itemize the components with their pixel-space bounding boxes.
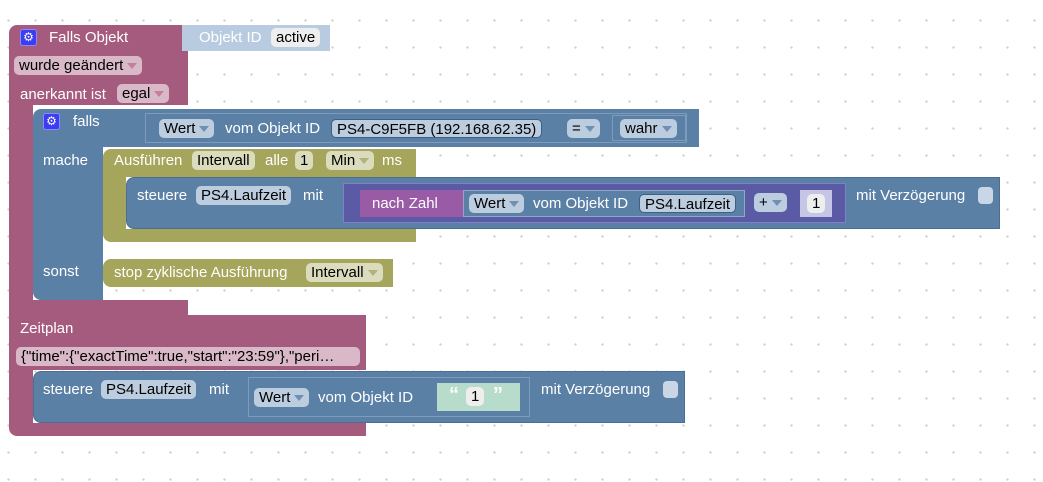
chevron-down-icon	[359, 158, 370, 165]
control-2-delay-label: mit Verzögerung	[541, 381, 651, 398]
compare-value-label: wahr	[625, 120, 658, 137]
event-title: Falls Objekt	[49, 29, 129, 46]
quote-close-icon: ”	[493, 384, 503, 406]
event-block-spine	[9, 100, 33, 308]
trigger-dropdown-label: wurde geändert	[19, 57, 124, 74]
interval-unit-label: Min	[331, 152, 356, 169]
condition-object-id[interactable]: PS4-C9F5FB (192.168.62.35)	[331, 119, 543, 138]
control-1-from-object-label: vom Objekt ID	[533, 195, 629, 212]
object-id-field[interactable]: active	[271, 28, 321, 47]
trigger-dropdown[interactable]: wurde geändert	[14, 56, 143, 75]
schedule-cron-field[interactable]: {"time":{"exactTime":true,"start":"23:59…	[16, 347, 360, 366]
compare-block[interactable]	[145, 113, 687, 143]
condition-value-label: Wert	[164, 120, 196, 137]
chevron-down-icon	[367, 270, 378, 277]
control-2-get-value-block[interactable]	[248, 377, 530, 417]
gear-icon[interactable]: ⚙	[43, 113, 60, 130]
bool-block[interactable]	[612, 115, 686, 141]
do-label: mache	[43, 152, 89, 169]
control-2-value-dropdown[interactable]: Wert	[254, 388, 310, 407]
stop-label: stop zyklische Ausführung	[114, 264, 288, 281]
operand-field[interactable]: 1	[807, 194, 826, 213]
chevron-down-icon	[154, 91, 165, 98]
ack-dropdown[interactable]: egal	[117, 84, 170, 103]
chevron-down-icon	[661, 126, 672, 133]
interval-unit-dropdown[interactable]: Min	[326, 151, 375, 170]
stop-interval-label: Intervall	[311, 264, 364, 281]
from-object-label: vom Objekt ID	[225, 120, 321, 137]
stop-interval-dropdown[interactable]: Intervall	[306, 263, 383, 282]
chevron-down-icon	[199, 126, 210, 133]
gear-icon[interactable]: ⚙	[20, 29, 37, 46]
string-value-field[interactable]: 1	[466, 387, 485, 406]
object-id-label: Objekt ID	[199, 29, 262, 46]
interval-label: Ausführen	[114, 152, 183, 169]
control-1-source-object[interactable]: PS4.Laufzeit	[639, 194, 737, 213]
arith-operator-label: +	[759, 194, 768, 211]
control-2-label: steuere	[43, 381, 94, 398]
control-1-label: steuere	[137, 187, 188, 204]
control-2-value-label: Wert	[259, 389, 291, 406]
condition-value-dropdown[interactable]: Wert	[159, 119, 215, 138]
if-label: falls	[73, 113, 100, 130]
schedule-title: Zeitplan	[20, 320, 74, 337]
chevron-down-icon	[294, 395, 305, 402]
control-1-object[interactable]: PS4.Laufzeit	[196, 186, 292, 205]
interval-value-field[interactable]: 1	[295, 151, 314, 170]
control-2-delay-checkbox[interactable]	[663, 381, 678, 398]
control-1-value-dropdown[interactable]: Wert	[469, 194, 525, 213]
compare-value-dropdown[interactable]: wahr	[620, 119, 677, 138]
interval-block-spine	[103, 176, 126, 234]
operator-label: =	[572, 120, 581, 137]
arith-operator-dropdown[interactable]: +	[754, 193, 787, 212]
if-block-spine	[33, 145, 103, 300]
chevron-down-icon	[771, 200, 782, 207]
control-2-with-label: mit	[209, 381, 229, 398]
to-number-block[interactable]	[360, 190, 463, 217]
chevron-down-icon	[584, 126, 595, 133]
ack-label: anerkannt ist	[20, 86, 106, 103]
control-1-with-label: mit	[303, 187, 323, 204]
interval-block-footer	[103, 229, 416, 242]
schedule-block-footer	[9, 423, 366, 436]
control-2-object[interactable]: PS4.Laufzeit	[101, 380, 197, 399]
schedule-block-spine	[9, 368, 33, 428]
quote-open-icon: “	[449, 384, 459, 406]
ack-dropdown-label: egal	[122, 85, 151, 102]
ms-label: ms	[382, 152, 402, 169]
to-number-label: nach Zahl	[372, 195, 438, 212]
control-1-delay-checkbox[interactable]	[978, 187, 993, 204]
chevron-down-icon	[509, 201, 520, 208]
control-2-from-object-label: vom Objekt ID	[318, 389, 414, 406]
else-label: sonst	[43, 263, 79, 280]
interval-name-field[interactable]: Intervall	[192, 151, 255, 170]
operator-dropdown[interactable]: =	[567, 119, 600, 138]
every-label: alle	[265, 152, 289, 169]
event-block-footer	[9, 300, 188, 315]
control-1-delay-label: mit Verzögerung	[856, 187, 966, 204]
control-1-value-label: Wert	[474, 195, 506, 212]
chevron-down-icon	[127, 63, 138, 70]
